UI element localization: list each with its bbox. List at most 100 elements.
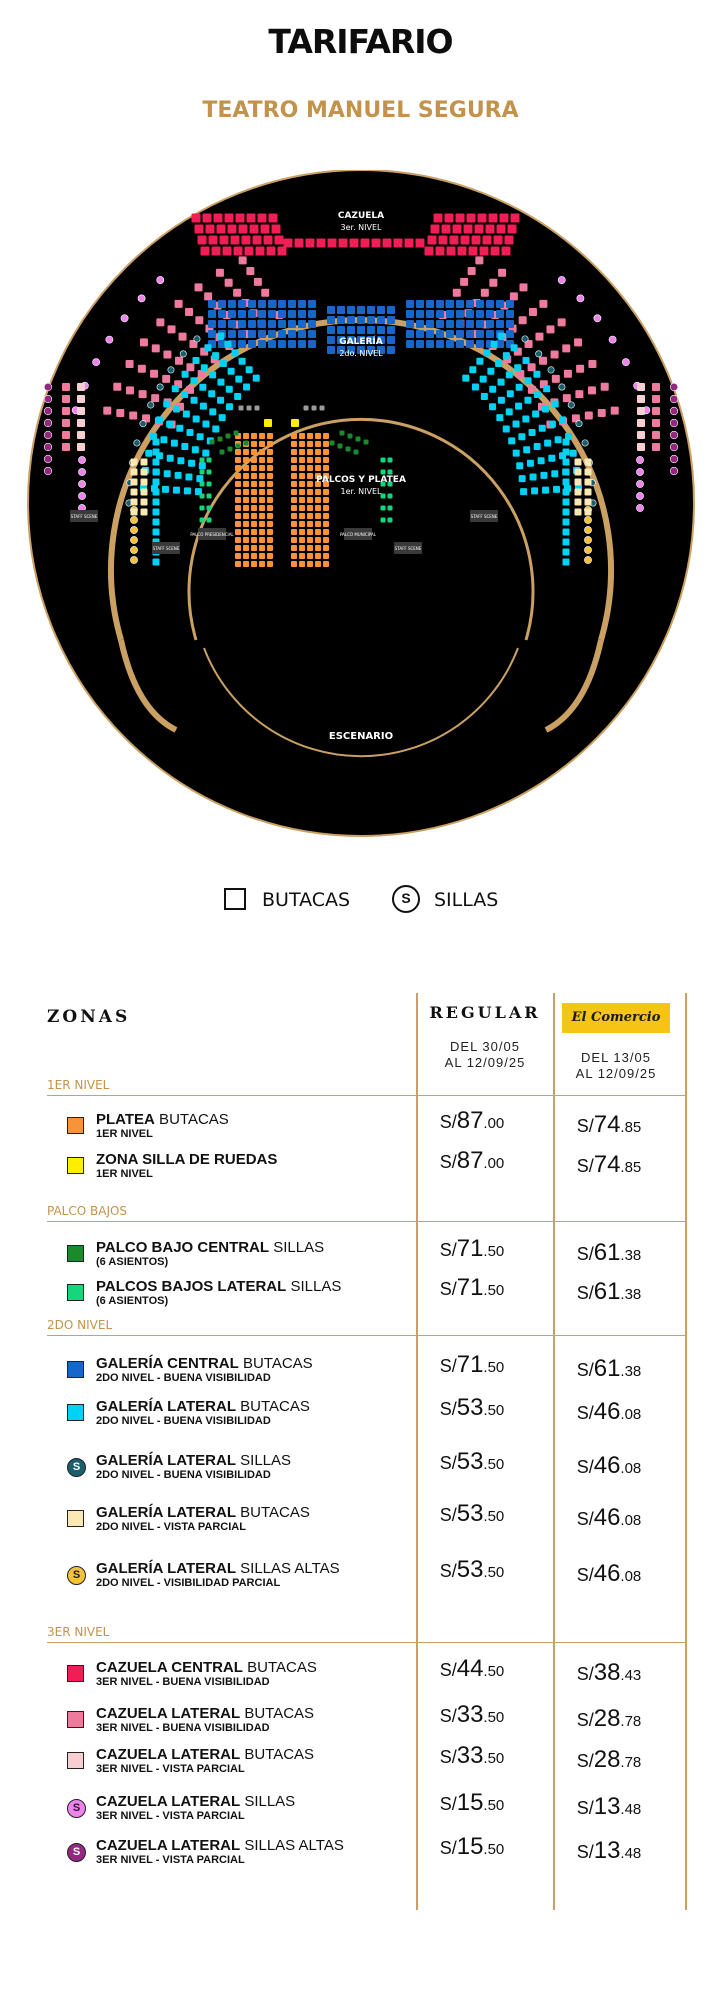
galeria-central-seat <box>337 316 345 324</box>
palco-lateral-seat <box>199 517 205 523</box>
galeria-lateral-seat <box>562 448 570 456</box>
platea-seat <box>315 561 321 567</box>
palcos-label: PALCOS Y PLATEA <box>316 475 406 485</box>
cazuela-altas-seat <box>43 382 53 392</box>
cazuela-lateral-seat <box>562 394 571 403</box>
cazuela-lateral-seat <box>246 267 255 276</box>
cazuela-silla-seat <box>78 468 86 476</box>
cazuela-central-seat <box>244 246 254 256</box>
palco-reserved-seat <box>303 405 309 411</box>
platea-seat <box>235 537 241 543</box>
galeria-lateral-seat <box>569 449 577 457</box>
currency-symbol: S/ <box>439 1794 457 1814</box>
galeria-central-seat <box>347 336 355 344</box>
platea-seat <box>243 561 249 567</box>
galeria-central-seat <box>218 300 226 308</box>
platea-seat <box>259 449 265 455</box>
currency-symbol: S/ <box>439 1561 457 1581</box>
platea-seat <box>259 505 265 511</box>
galeria-central-seat <box>486 300 494 308</box>
cazuela-silla-seat <box>608 335 617 344</box>
galeria-lateral-seat <box>149 432 157 440</box>
zone-name-bold: GALERÍA LATERAL <box>96 1452 236 1469</box>
cazuela-silla-seat <box>636 468 644 476</box>
zone-name-bold: GALERÍA LATERAL <box>96 1560 236 1577</box>
platea-seat <box>299 481 305 487</box>
map-tag-box <box>70 510 98 522</box>
cazuela-parcial-seat <box>77 431 85 439</box>
price-integer: 53 <box>456 1448 484 1475</box>
galeria-lateral-seat <box>196 433 204 441</box>
galeria-central-seat <box>426 330 434 338</box>
galeria-parcial-seat <box>584 478 592 486</box>
price-decimal: .08 <box>620 1568 642 1585</box>
platea-seat <box>267 505 273 511</box>
regular-price: S/53.50 <box>418 1500 526 1528</box>
page-title: TARIFARIO <box>268 22 453 61</box>
cazuela-central-seat <box>455 213 465 223</box>
palco-central-seat <box>339 430 345 436</box>
galeria-central-seat <box>248 300 256 308</box>
cazuela-altas-seat <box>43 418 53 428</box>
galeria-parcial-seat <box>140 478 148 486</box>
galeria-lateral-seat <box>186 429 194 437</box>
currency-symbol: S/ <box>576 1565 594 1585</box>
galeria-central-seat <box>466 310 474 318</box>
cazuela-central-seat <box>191 213 201 223</box>
galeria-lateral-seat <box>559 416 567 424</box>
galeria-lateral-seat <box>515 383 523 391</box>
cazuela-lateral-seat <box>174 356 183 365</box>
currency-symbol: S/ <box>439 1279 457 1299</box>
galeria-central-seat <box>446 340 454 348</box>
galeria-lateral-seat <box>505 408 513 416</box>
galeria-central-seat <box>347 306 355 314</box>
galeria-lateral-seat <box>497 396 505 404</box>
zone-kind: SILLAS <box>286 1278 342 1295</box>
cazuela-label: CAZUELA <box>338 211 384 221</box>
galeria-central-seat <box>406 340 414 348</box>
cazuela-central-seat <box>219 235 229 245</box>
galeria-central-seat <box>506 330 514 338</box>
galeria-lateral-seat <box>202 449 210 457</box>
cazuela-central-seat <box>485 224 495 234</box>
cazuela-central-seat <box>433 213 443 223</box>
galeria-lateral-seat <box>217 378 225 386</box>
cazuela-silla-seat <box>78 480 86 488</box>
butacas-legend-label: BUTACAS <box>262 889 351 911</box>
cazuela-central-seat <box>305 238 315 248</box>
platea-seat <box>315 449 321 455</box>
galeria-lateral-seat <box>224 340 232 348</box>
platea-seat <box>267 537 273 543</box>
venue-name: TEATRO MANUEL SEGURA <box>202 98 519 123</box>
galeria-central-seat <box>466 330 474 338</box>
galeria-central-seat <box>436 310 444 318</box>
palco-lateral-seat <box>206 517 212 523</box>
currency-symbol: S/ <box>576 1360 594 1380</box>
platea-seat <box>307 529 313 535</box>
zone-name: CAZUELA CENTRAL BUTACAS <box>96 1659 317 1676</box>
cazuela-silla-seat <box>156 276 165 284</box>
cazuela-lateral-seat <box>150 369 159 378</box>
galeria-altas-seat <box>584 536 592 544</box>
cazuela-central-seat <box>205 224 215 234</box>
galeria-lateral-seat <box>531 487 539 495</box>
galeria-central-seat <box>288 310 296 318</box>
galeria-lateral-seat <box>518 475 526 483</box>
platea-seat <box>243 497 249 503</box>
cazuela-lateral-seat <box>563 369 572 378</box>
galeria-lateral-seat <box>512 449 520 457</box>
palco-lateral-seat <box>206 457 212 463</box>
galeria-lateral-seat <box>526 459 534 467</box>
zone-kind: SILLAS ALTAS <box>240 1837 344 1854</box>
galeria-lateral-seat <box>225 403 233 411</box>
platea-seat <box>323 457 329 463</box>
regular-date-to: AL 12/09/25 <box>444 1055 526 1070</box>
cazuela-lateral-seat <box>652 419 660 427</box>
galeria-central-seat <box>357 316 365 324</box>
platea-seat <box>251 537 257 543</box>
galeria-central-seat <box>337 306 345 314</box>
price-decimal: .50 <box>483 1750 505 1767</box>
galeria-lateral-seat <box>152 438 160 446</box>
price-integer: 46 <box>593 1452 621 1479</box>
cazuela-central-seat <box>268 213 278 223</box>
